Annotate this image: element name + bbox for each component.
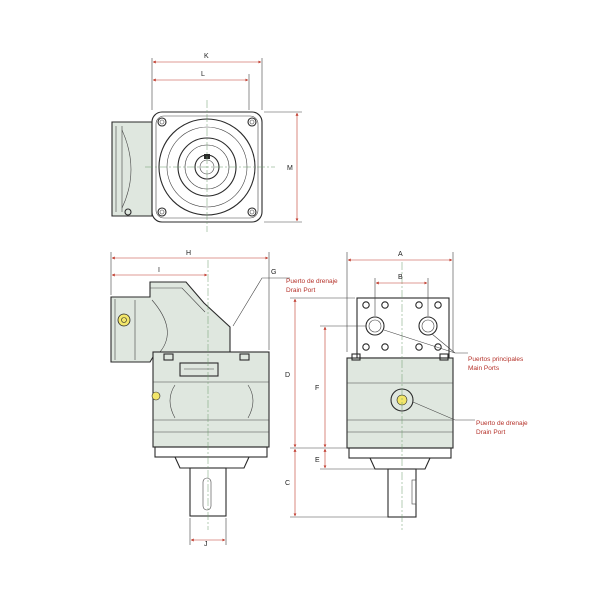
drain-port-right-label-es: Puerto de drenaje	[476, 420, 528, 427]
dimension-k-label: K	[204, 53, 209, 60]
main-ports-label-en: Main Ports	[468, 365, 500, 372]
dimension-d-label: D	[285, 372, 290, 379]
main-ports	[365, 316, 438, 336]
dimension-l-label: L	[201, 71, 205, 78]
main-port-bolts	[362, 301, 442, 351]
dimension-j-label: J	[204, 541, 208, 548]
front-view: A B D F E C Puertos principales Main Por…	[285, 251, 528, 530]
side-view: H I J G Puerto de drenaje Drain Port	[110, 250, 338, 548]
flange-bolt-holes	[157, 117, 257, 217]
dimension-f-label: F	[315, 385, 319, 392]
dimension-h-label: H	[186, 250, 191, 257]
drain-port-right-label-en: Drain Port	[476, 429, 505, 436]
drain-port-top-label-en: Drain Port	[286, 287, 315, 294]
dimension-e-label: E	[315, 457, 320, 464]
dimension-c-label: C	[285, 480, 290, 487]
side-port	[117, 313, 131, 327]
dimension-m-label: M	[287, 165, 293, 172]
main-ports-label-es: Puertos principales	[468, 356, 524, 363]
dimension-g-label: G	[271, 269, 276, 276]
top-view: K L M	[111, 53, 302, 232]
dimension-i-label: I	[158, 267, 160, 274]
dimension-a-label: A	[398, 251, 403, 258]
drain-port-top-label-es: Puerto de drenaje	[286, 278, 338, 285]
dimension-b-label: B	[398, 274, 403, 281]
